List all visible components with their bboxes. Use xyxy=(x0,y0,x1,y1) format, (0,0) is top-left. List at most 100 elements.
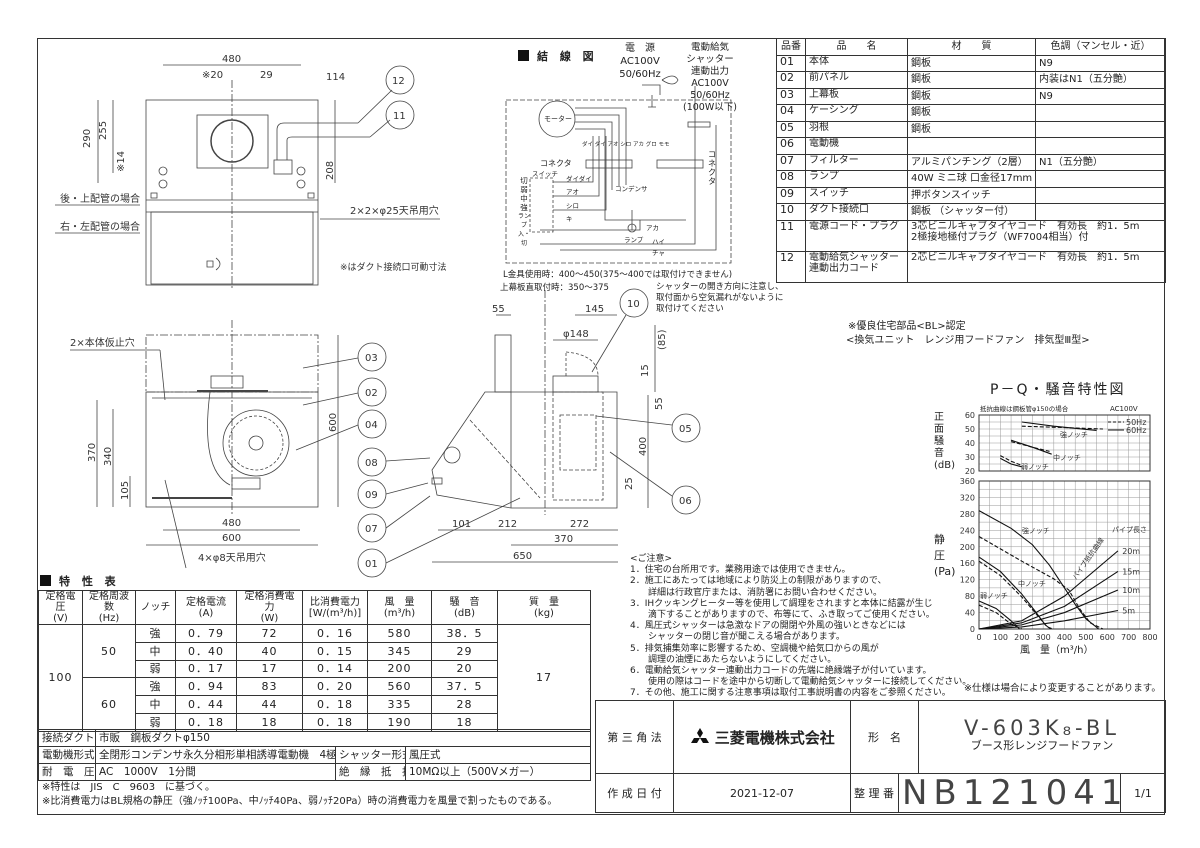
pipe-resistance-curve xyxy=(978,550,1119,630)
x-tick-label: 100 xyxy=(993,633,1008,642)
jis-note: ※特性は JIS C 9603 に基づく。 xyxy=(42,782,216,793)
part-name-text: 本体 xyxy=(809,55,829,67)
dim-85: (85) xyxy=(657,329,668,350)
pipe-length-label: 15m xyxy=(1122,567,1140,576)
char-header-cell: 騒 音 (dB) xyxy=(431,590,498,625)
char-specific: 0．16 xyxy=(302,624,368,643)
char-power: 72 xyxy=(236,624,303,643)
char-noise: 18 xyxy=(431,712,498,732)
switch-pos: 入・切 xyxy=(517,231,530,247)
switch-pos: 切 xyxy=(520,176,528,185)
dim-600-height: 600 xyxy=(328,413,339,432)
part-material-text: 3芯ビニルキャブタイヤコード 有効長 約1．5m xyxy=(911,220,1140,232)
power-label-line: 50/60Hz xyxy=(619,69,661,80)
creation-date: 2021-12-07 xyxy=(673,773,851,813)
power-cords xyxy=(276,122,370,160)
bl-category: <換気ユニット レンジ用フードファン 排気型Ⅲ型> xyxy=(846,335,1090,346)
pressure-y-tick-label: 200 xyxy=(960,543,975,552)
caution-line: 調理の油煙にあたらないようにしてください。 xyxy=(630,654,837,665)
airflow-axis-label: 風 量（m³/h） xyxy=(1020,645,1094,656)
switch-pos: 中 xyxy=(520,194,528,203)
noise-y-tick-label: 60 xyxy=(965,411,975,420)
dim-370: 370 xyxy=(554,534,573,545)
pressure-y-tick-label: 240 xyxy=(960,526,975,535)
pressure-plot-area xyxy=(978,480,1151,630)
shutter-output-line: 50/60Hz xyxy=(690,90,730,101)
part-name: 電動給気シャッター連動出力コード xyxy=(805,250,908,283)
duct-connector xyxy=(552,375,599,393)
noise-y-tick-label: 20 xyxy=(965,467,975,476)
duct-row: 接続ダクト市販 鋼板ダクトφ150 xyxy=(38,729,592,747)
dim-340: 340 xyxy=(103,447,114,466)
char-specific: 0．18 xyxy=(302,695,368,714)
rated-frequency: 60 xyxy=(82,677,136,732)
shutter-note: シャッターの開き方向に注意し、 取付面から空気漏れがないように 取付けてください xyxy=(656,282,784,315)
dim-208: 208 xyxy=(325,161,336,180)
char-current: 0．17 xyxy=(175,659,237,679)
bubble-09: 09 xyxy=(365,490,378,501)
shutter-type-label: シャッター形式 xyxy=(335,746,406,764)
motor-row: 電動機形式全閉形コンデンサ永久分相形単相誘導電動機 4極シャッター形式風圧式 xyxy=(38,746,592,764)
bubble-label: 10 xyxy=(627,299,640,310)
lamp-symbol xyxy=(627,223,637,233)
label-duct-note: ※はダクト接続口可動寸法 xyxy=(340,261,447,273)
projection-method: 第 三 角 法 xyxy=(595,700,674,774)
char-header-cell: 比消費電力 [W/(m³/h)] xyxy=(302,590,368,625)
drawing-frame xyxy=(37,38,1165,815)
bubble-label: 11 xyxy=(393,111,406,122)
drawing-number: NB121041 xyxy=(898,773,1121,813)
char-notch: 強 xyxy=(135,677,176,697)
x-tick-label: 300 xyxy=(1035,633,1050,642)
noise-plot-area xyxy=(978,414,1151,472)
char-header-cell: 定格電圧 (V) xyxy=(38,590,83,625)
caution-line: 6．電動給気シャッター連動出力コードの先端に絶縁端子が付いています。 xyxy=(630,666,932,677)
char-notch: 弱 xyxy=(135,659,176,679)
switch-positions: 切 弱 中 強 ランプ 入・切 xyxy=(516,176,532,248)
char-airflow: 335 xyxy=(367,695,432,714)
char-header-cell: 定格電流 (A) xyxy=(175,590,237,625)
notch-label: 強ノッチ xyxy=(1060,431,1088,439)
part-name-text: フィルター xyxy=(809,154,859,166)
notch-label: 中ノッチ xyxy=(1018,579,1046,588)
shutter-output-line: AC100V xyxy=(691,78,729,89)
label-hang-holes: 4×φ8天吊用穴 xyxy=(198,551,266,564)
part-number: 12 xyxy=(776,250,806,283)
company-logo: 三菱電機株式会社 xyxy=(673,700,851,774)
pipe-length-label: 5m xyxy=(1122,607,1135,616)
caution-line: 1．住宅の台所用です。業務用途では使用できません。 xyxy=(630,565,851,576)
notch-label: 中ノッチ xyxy=(1053,453,1081,462)
shutter-type-value: 風圧式 xyxy=(404,746,592,764)
char-specific: 0．14 xyxy=(302,659,368,679)
char-specific: 0．15 xyxy=(302,641,368,661)
dim-55: 55 xyxy=(492,304,505,315)
bubble-06 xyxy=(671,485,701,515)
motor-label: モーター xyxy=(544,115,572,123)
wire-brown: チャ xyxy=(652,249,665,257)
dim-480: 480 xyxy=(222,54,241,65)
noise-curve xyxy=(1000,457,1022,468)
notch-label: 弱ノッチ xyxy=(1021,463,1049,471)
lamp-label: ランプ xyxy=(624,236,644,244)
pressure-y-tick-label: 160 xyxy=(960,559,975,568)
part-name-text: 上幕板 xyxy=(809,88,839,100)
bubble-11 xyxy=(385,100,415,130)
dim-212: 212 xyxy=(498,519,517,530)
caution-line: 滴下することがありますので、布等にて、ふき取ってご使用ください。 xyxy=(630,610,935,621)
model-number: V-603K₈-BL xyxy=(964,716,1120,740)
shutter-output-line: シャッター xyxy=(686,54,734,65)
withstand-value: AC 1000V 1分間 xyxy=(95,763,336,781)
bubble-02: 02 xyxy=(365,388,378,399)
part-name-text: スイッチ xyxy=(809,187,849,199)
part-material: 2芯ビニルキャブタイヤコード 有効長 約1．5m xyxy=(907,250,1166,283)
char-header-row: 定格電圧 (V)定格周波数 (Hz)ノッチ定格電流 (A)定格消費電力 (W)比… xyxy=(38,590,591,625)
pressure-y-tick-label: 0 xyxy=(970,625,975,634)
mitsubishi-logo-icon xyxy=(689,728,711,746)
char-notch: 強 xyxy=(135,624,176,643)
noise-y-tick-label: 30 xyxy=(965,453,975,462)
